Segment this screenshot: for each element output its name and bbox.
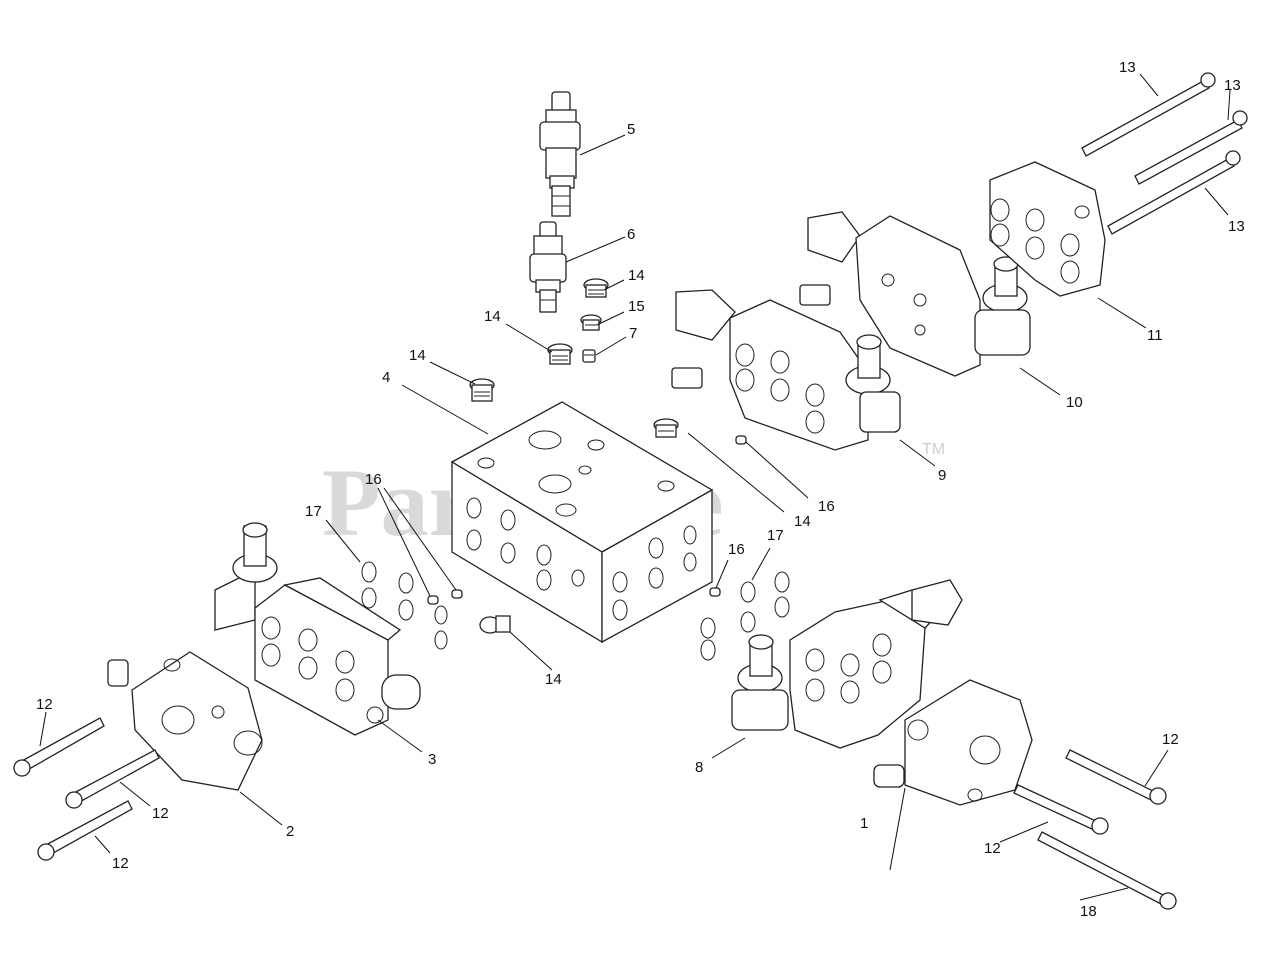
part-11-end-cover	[989, 161, 1106, 297]
callout-17: 17	[305, 503, 322, 520]
part-16-dowel-pins	[427, 435, 747, 605]
callout-16: 16	[365, 471, 382, 488]
part-14-plug-a	[583, 278, 609, 298]
part-2-end-cover	[107, 651, 263, 791]
part-4-manifold-block	[450, 401, 714, 644]
part-3-valve-section	[214, 522, 421, 736]
part-10-valve-section	[799, 211, 1031, 377]
part-17-o-rings-left	[361, 561, 448, 650]
part-18-bolt	[1037, 831, 1177, 910]
part-12-bolts-right	[1013, 749, 1167, 835]
callout-14: 14	[545, 671, 562, 688]
part-14-plug-c	[469, 378, 495, 402]
callout-14: 14	[484, 308, 501, 325]
part-15-plug	[580, 314, 602, 331]
callout-14: 14	[628, 267, 645, 284]
part-8-valve-section	[731, 579, 963, 749]
callout-14: 14	[409, 347, 426, 364]
callout-12: 12	[984, 840, 1001, 857]
part-5-relief-valve	[539, 91, 581, 217]
callout-12: 12	[36, 696, 53, 713]
callout-13: 13	[1119, 59, 1136, 76]
callout-12: 12	[112, 855, 129, 872]
callout-5: 5	[627, 121, 635, 138]
part-14-plug-b	[547, 343, 573, 365]
part-9-valve-section	[671, 289, 901, 451]
callout-13: 13	[1224, 77, 1241, 94]
callout-3: 3	[428, 751, 436, 768]
part-6-cartridge-valve	[529, 221, 567, 313]
callout-14: 14	[794, 513, 811, 530]
callout-18: 18	[1080, 903, 1097, 920]
part-7-set-screw	[582, 349, 596, 363]
part-13-bolts	[1081, 72, 1248, 235]
callout-12: 12	[1162, 731, 1179, 748]
callout-labels: 5 6 14 15 7 14 14 4 16 17 14 16 16 17 14…	[36, 59, 1245, 920]
leader-lines	[39, 73, 1231, 901]
callout-1: 1	[860, 815, 868, 832]
part-14-plug-d	[653, 418, 679, 438]
callout-9: 9	[938, 467, 946, 484]
callout-17: 17	[767, 527, 784, 544]
watermark-tm: TM	[922, 441, 945, 458]
part-1-end-cover	[873, 679, 1033, 806]
callout-12: 12	[152, 805, 169, 822]
callout-8: 8	[695, 759, 703, 776]
callout-15: 15	[628, 298, 645, 315]
part-12-bolts-left	[13, 717, 160, 861]
callout-10: 10	[1066, 394, 1083, 411]
callout-2: 2	[286, 823, 294, 840]
callout-16: 16	[728, 541, 745, 558]
callout-7: 7	[629, 325, 637, 342]
callout-16: 16	[818, 498, 835, 515]
callout-13: 13	[1228, 218, 1245, 235]
callout-4: 4	[382, 369, 390, 386]
callout-6: 6	[627, 226, 635, 243]
callout-11: 11	[1147, 327, 1163, 344]
part-17-o-rings-right	[700, 571, 790, 661]
part-14-plug-e	[479, 615, 511, 634]
